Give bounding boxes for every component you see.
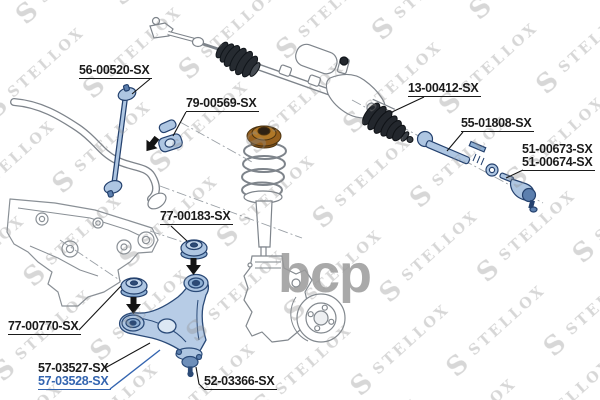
part-label-79-00569-sx: 79-00569-SX (186, 97, 260, 112)
part-label-57-03527-sx: 57-03527-SX (38, 361, 109, 375)
part-label-52-03366-sx: 52-03366-SX (204, 375, 278, 390)
part-label-57-03528-sx-link[interactable]: 57-03528-SX (38, 375, 112, 390)
leader-13-00412 (391, 96, 425, 113)
leader-52-03366 (195, 366, 205, 390)
part-label-51-00674-sx: 51-00674-SX (522, 156, 596, 171)
leader-lines (78, 78, 524, 390)
part-label-51-00673-sx: 51-00673-SX (522, 142, 593, 156)
part-label-77-00770-sx: 77-00770-SX (8, 320, 82, 335)
part-label-56-00520-sx: 56-00520-SX (79, 64, 153, 79)
leader-57-03527 (104, 342, 151, 369)
part-label-77-00183-sx: 77-00183-SX (160, 210, 234, 225)
bcp-logo-watermark: bcp (278, 244, 371, 304)
part-label-55-01808-sx: 55-01808-SX (461, 117, 535, 132)
leader-77-00183 (170, 225, 188, 242)
leader-56-00520 (131, 78, 151, 95)
part-label-13-00412-sx: 13-00412-SX (408, 82, 482, 97)
leader-79-00569 (172, 111, 187, 137)
leader-57-03528 (109, 349, 161, 390)
leader-55-01808 (446, 131, 464, 152)
leader-51-00674 (505, 169, 524, 179)
leader-77-00770 (78, 285, 122, 331)
